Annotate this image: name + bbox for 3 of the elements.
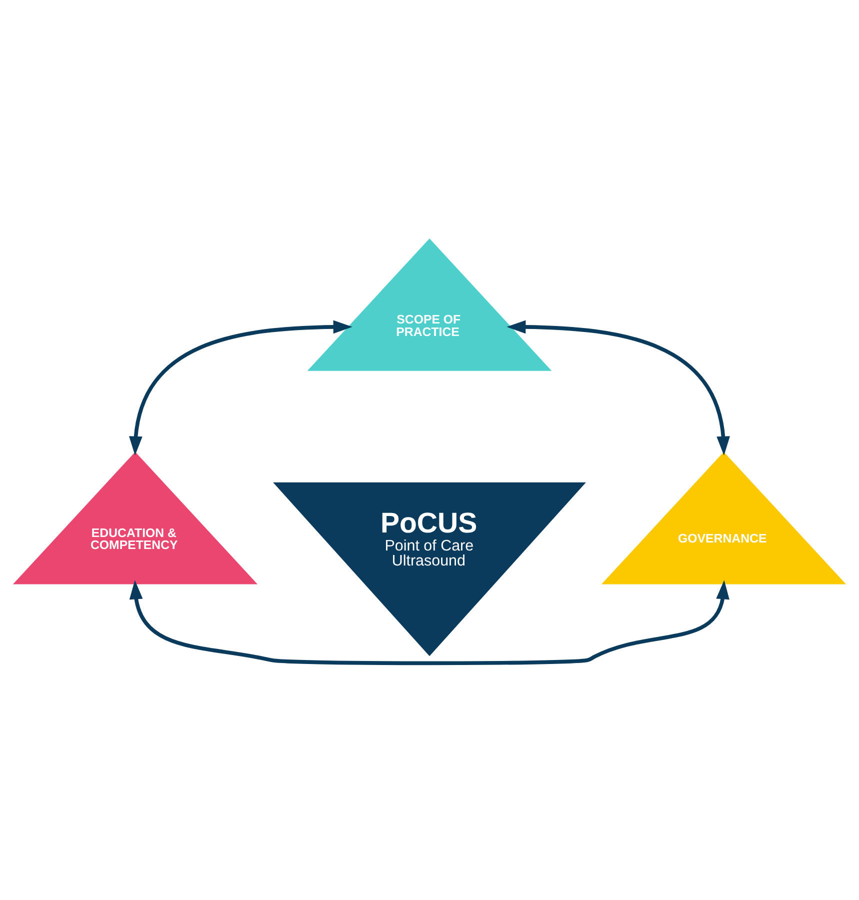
- arrow: [129, 320, 352, 455]
- arrow: [506, 320, 730, 455]
- arrow: [129, 580, 730, 665]
